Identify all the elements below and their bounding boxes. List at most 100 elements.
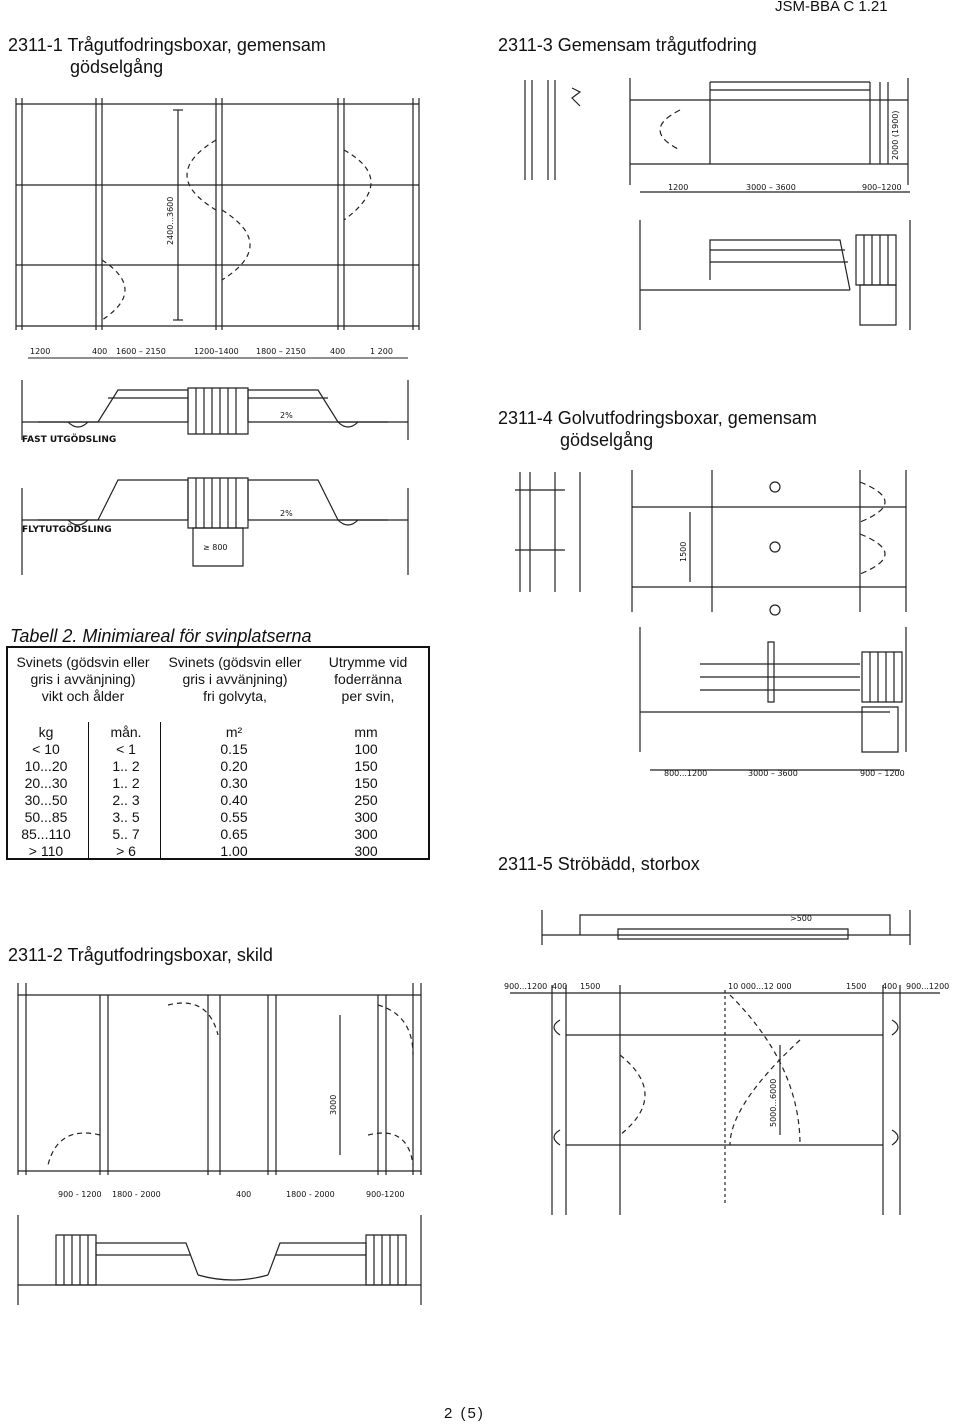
table-cell: 0.40 — [220, 792, 248, 808]
table-title: Tabell 2. Minimiareal för svinplatserna — [10, 626, 312, 646]
dim-800-1200-d4: 800...1200 — [664, 769, 707, 778]
dim-900-1200-left-d5: 900...1200 — [504, 982, 547, 991]
table-unit-cell: mm — [354, 724, 378, 740]
table-header-col1: Svinets (gödsvin eller gris i avvänjning… — [8, 654, 158, 705]
table-cell: 0.55 — [220, 809, 248, 825]
label-min-800: ≥ 800 — [203, 543, 228, 552]
dim-900-1200-right-d5: 900...1200 — [906, 982, 949, 991]
table-cell: 1.. 2 — [112, 758, 140, 774]
section-2311-1-line1: 2311-1 Trågutfodringsboxar, gemensam — [8, 35, 326, 55]
table-cell: 1.00 — [220, 843, 248, 859]
table-unit-cell: mån. — [110, 724, 142, 740]
table-header-col3: Utrymme vid foderränna per svin, — [308, 654, 428, 705]
dim-3000-3600-d3: 3000 – 3600 — [746, 183, 796, 192]
section-2311-4-line2: gödselgång — [560, 430, 654, 450]
drawing-2311-2: 3000 900 - 1200 1800 - 2000 400 1800 - 2… — [8, 975, 448, 1315]
drawing-2311-4: 1500 800...1200 3000 – 3600 900 – 1200 — [500, 462, 940, 778]
table-cell: 10...20 — [24, 758, 68, 774]
table-header-col3-line1: Utrymme vid — [328, 654, 408, 670]
dim-5000-6000: 5000...6000 — [769, 1079, 778, 1127]
table-header-col1-line2: gris i avvänjning) — [30, 671, 136, 687]
dim-over-500: >500 — [790, 914, 812, 923]
table-header-col2-line2: gris i avvänjning) — [182, 671, 288, 687]
section-2311-4-title: 2311-4 Golvutfodringsboxar, gemensam göd… — [498, 407, 817, 451]
table-cell: 100 — [354, 741, 378, 757]
area-table: Svinets (gödsvin eller gris i avvänjning… — [6, 646, 430, 860]
dim-900-1200-left-d2: 900 - 1200 — [58, 1190, 102, 1199]
table-cell: 300 — [354, 809, 378, 825]
table-header-col2: Svinets (gödsvin eller gris i avvänjning… — [160, 654, 310, 705]
drawing-2311-5: >500 900...1200 400 1500 10 000...12 000… — [504, 905, 949, 1240]
dim-10000-12000: 10 000...12 000 — [728, 982, 792, 991]
table-header-col1-line1: Svinets (gödsvin eller — [16, 654, 150, 670]
label-flytutgodsling: FLYTUTGÖDSLING — [22, 524, 112, 535]
table-cell: 300 — [354, 826, 378, 842]
dim-3000-d2: 3000 — [329, 1095, 338, 1115]
table-cell: > 6 — [116, 843, 136, 859]
table-cell: 150 — [354, 758, 378, 774]
table-cell: < 1 — [116, 741, 136, 757]
table-cell: > 110 — [28, 843, 64, 859]
table-cell: 3.. 5 — [112, 809, 140, 825]
table-cell: 0.30 — [220, 775, 248, 791]
dim-2000-1900: 2000 (1900) — [891, 110, 900, 160]
table-cell: 30...50 — [24, 792, 68, 808]
table-cell: 5.. 7 — [112, 826, 140, 842]
section-2311-1-line2: gödselgång — [70, 57, 164, 77]
table-header-col2-line3: fri golvyta, — [203, 688, 267, 704]
dim-1500-d4: 1500 — [679, 542, 688, 562]
table-cell: 0.65 — [220, 826, 248, 842]
dim-400-left-d5: 400 — [552, 982, 567, 991]
section-2311-4-line1: 2311-4 Golvutfodringsboxar, gemensam — [498, 408, 817, 428]
section-2311-3-title: 2311-3 Gemensam trågutfodring — [498, 35, 757, 55]
table-cell: < 10 — [32, 741, 60, 757]
dim-1600-2150: 1600 – 2150 — [116, 347, 166, 356]
table-cell: 0.15 — [220, 741, 248, 757]
dim-2400-3600: 2400...3600 — [166, 197, 175, 245]
table-cell: 50...85 — [24, 809, 68, 825]
dim-1200-1400: 1200–1400 — [194, 347, 239, 356]
table-cell: 250 — [354, 792, 378, 808]
section-2311-5-title: 2311-5 Ströbädd, storbox — [498, 854, 700, 874]
table-cell: 1.. 2 — [112, 775, 140, 791]
section-2311-2-title: 2311-2 Trågutfodringsboxar, skild — [8, 945, 273, 965]
table-cell: 20...30 — [24, 775, 68, 791]
page-header: JSM-BBA C 1.21 — [775, 0, 888, 15]
table-header-col3-line2: foderränna — [334, 671, 402, 687]
dim-900-1200-right-d2: 900-1200 — [366, 1190, 405, 1199]
dim-3000-3600-d4: 3000 – 3600 — [748, 769, 798, 778]
table-cell: 300 — [354, 843, 378, 859]
dim-900-1200-d4: 900 – 1200 — [860, 769, 905, 778]
drawing-2311-1-sections: FAST UTGÖDSLING FLYTUTGÖDSLING 2% 2% ≥ 8… — [8, 370, 438, 585]
drawing-2311-1-plan: 2400...3600 1200 400 1600 – 2150 1200–14… — [8, 90, 438, 365]
dim-400-left: 400 — [92, 347, 107, 356]
table-divider — [160, 722, 161, 858]
dim-900-1200-d3: 900–1200 — [862, 183, 902, 192]
table-cell: 85...110 — [21, 826, 71, 842]
table-divider — [88, 722, 89, 858]
dim-400-right-d5: 400 — [882, 982, 897, 991]
dim-1500-left-d5: 1500 — [580, 982, 600, 991]
label-slope-2-percent-bottom: 2% — [280, 509, 293, 518]
page-number: 2 (5) — [444, 1405, 485, 1422]
dim-1200-left: 1200 — [30, 347, 50, 356]
dim-1200-right: 1 200 — [370, 347, 393, 356]
table-header-col1-line3: vikt och ålder — [41, 688, 125, 704]
table-cell: 0.20 — [220, 758, 248, 774]
table-cell: 2.. 3 — [112, 792, 140, 808]
dim-400-right: 400 — [330, 347, 345, 356]
table-cell: 150 — [354, 775, 378, 791]
label-fast-utgodsling: FAST UTGÖDSLING — [22, 434, 116, 445]
drawing-2311-3: 1200 3000 – 3600 900–1200 2000 (1900) — [500, 70, 940, 340]
table-unit-cell: kg — [38, 724, 54, 740]
dim-1800-2150: 1800 – 2150 — [256, 347, 306, 356]
dim-1800-2000-left-d2: 1800 - 2000 — [112, 1190, 161, 1199]
table-unit-cell: m² — [225, 724, 243, 740]
table-header-col2-line1: Svinets (gödsvin eller — [168, 654, 302, 670]
dim-1200-d3: 1200 — [668, 183, 688, 192]
section-2311-1-title: 2311-1 Trågutfodringsboxar, gemensam göd… — [8, 34, 326, 78]
dim-400-d2: 400 — [236, 1190, 251, 1199]
dim-1500-right-d5: 1500 — [846, 982, 866, 991]
dim-1800-2000-right-d2: 1800 - 2000 — [286, 1190, 335, 1199]
table-header-col3-line3: per svin, — [341, 688, 395, 704]
